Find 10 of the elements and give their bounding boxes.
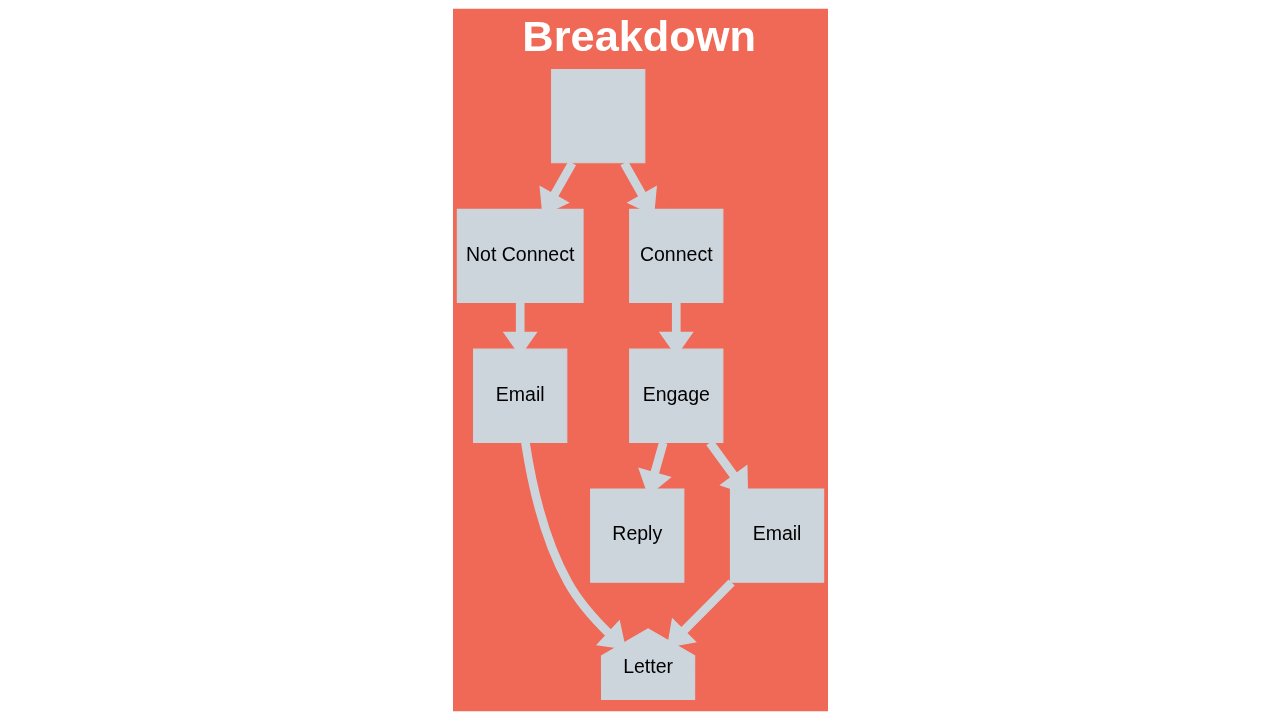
node-box: [550, 69, 645, 164]
arrow: [666, 579, 735, 648]
node-box: Not Connect: [456, 208, 584, 304]
node-box: Email: [729, 488, 824, 583]
node-box: Engage: [628, 348, 723, 443]
node-box: Email: [472, 348, 567, 443]
arrow: [520, 441, 626, 650]
node-box: Reply: [589, 488, 684, 583]
node-box: Connect: [628, 208, 723, 304]
diagram-title: Breakdown: [521, 12, 756, 61]
